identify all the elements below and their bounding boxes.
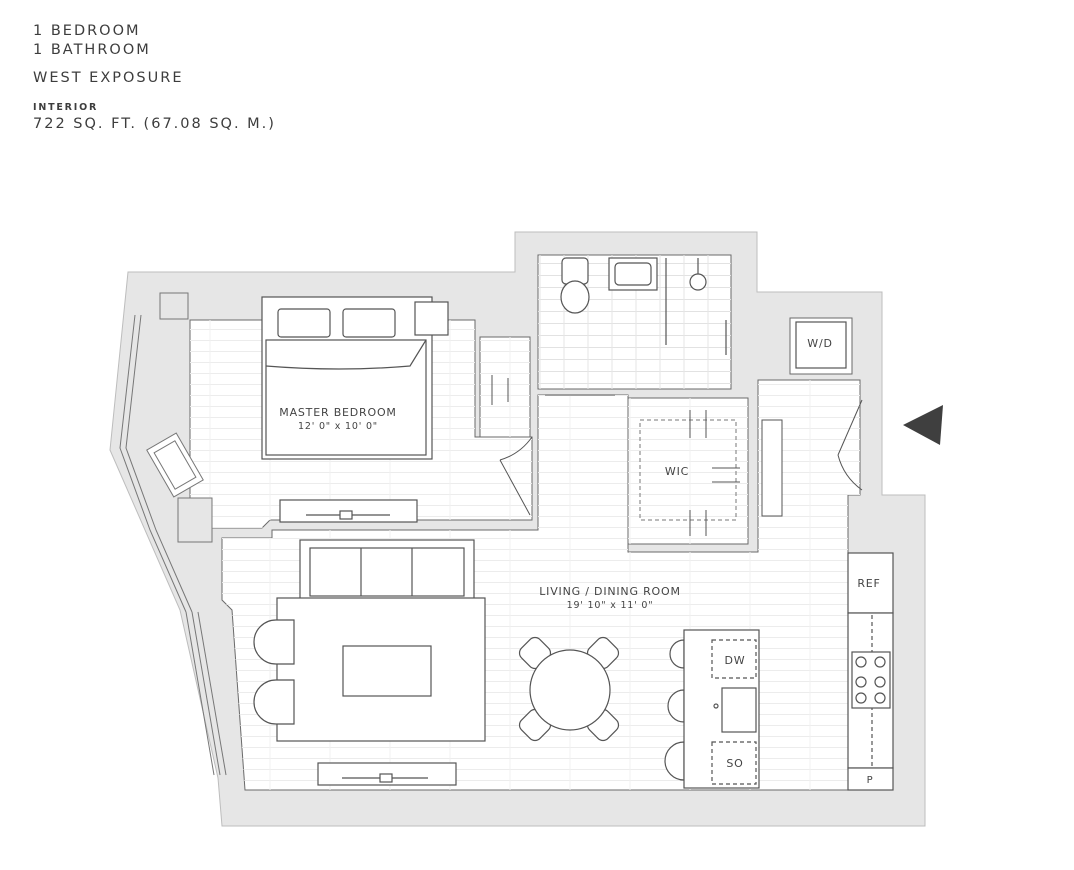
entry-arrow-icon [903, 405, 943, 445]
dw-label: DW [725, 654, 746, 667]
bathroom-fixtures [560, 257, 727, 355]
kitchen-island [664, 629, 760, 789]
ref-label: REF [857, 577, 880, 590]
bathroom-count: 1 BATHROOM [33, 42, 151, 58]
wic-hangers [689, 410, 740, 536]
kitchen-counter [847, 552, 894, 791]
wic-label: WIC [665, 465, 689, 478]
master-bedroom-name: MASTER BEDROOM [279, 406, 396, 419]
interior-label: INTERIOR [33, 102, 99, 113]
living-furniture [253, 539, 486, 786]
bedroom-furniture [261, 296, 449, 523]
living-dining-name: LIVING / DINING ROOM [539, 585, 680, 598]
exposure: WEST EXPOSURE [33, 70, 184, 86]
so-label: SO [726, 757, 743, 770]
living-dining-dims: 19' 10" x 11' 0" [567, 600, 654, 611]
windows [119, 292, 227, 776]
master-bedroom-dims: 12' 0" x 10' 0" [298, 421, 378, 432]
washer-dryer [795, 321, 847, 369]
unit-summary: 1 BEDROOM 1 BATHROOM WEST EXPOSURE INTER… [33, 22, 276, 132]
dining-table [518, 636, 620, 742]
doors [491, 375, 863, 517]
interior-area: 722 SQ. FT. (67.08 SQ. M.) [33, 116, 276, 132]
wd-label: W/D [807, 337, 832, 350]
bedroom-count: 1 BEDROOM [33, 23, 141, 39]
pantry-label: P [867, 775, 874, 786]
